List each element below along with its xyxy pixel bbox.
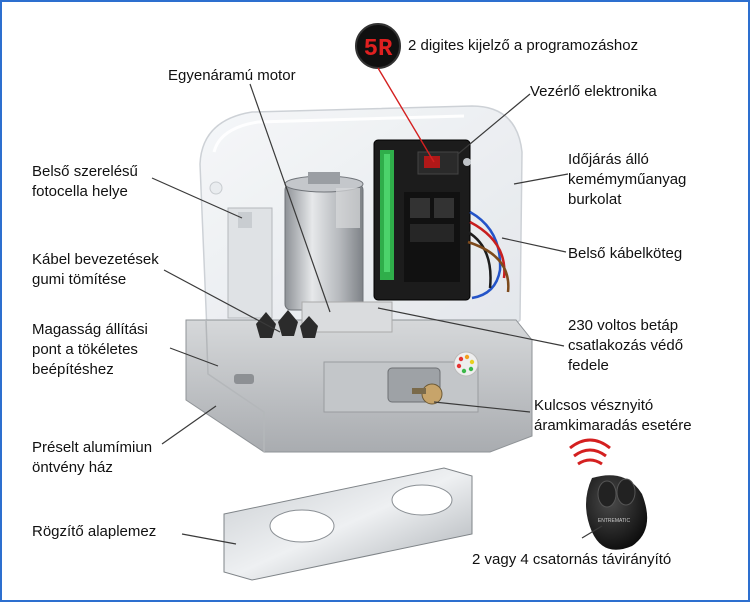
remote-brand-text: ENTREMATIC [598,518,631,524]
label-remote: 2 vagy 4 csatornás távirányító [472,551,672,568]
label-electronics: Vezérlő elektronika [530,83,657,100]
dc-motor [284,172,364,311]
label-wiring: Belső kábelköteg [568,245,683,262]
label-cable-entry-line1: Kábel bevezetések [32,251,159,268]
display-readout: 5R [364,36,393,63]
control-board [373,139,471,301]
label-key-line1: Kulcsos vésznyitó [534,397,654,414]
photocell-holder [227,207,273,319]
label-cable-entry: Kábel bevezetések gumi tömítése [32,250,159,290]
label-key-line2: áramkimaradás esetére [534,417,692,434]
label-casting: Préselt alumímiun öntvény ház [32,438,152,478]
label-casting-line2: öntvény ház [32,459,113,476]
label-power: 230 voltos betáp csatlakozás védő fedele [568,316,683,376]
label-photocell: Belső szerelésű fotocella helye [32,162,138,202]
label-display: 2 digites kijelző a programozáshoz [408,37,639,54]
label-key: Kulcsos vésznyitó áramkimaradás esetére [534,396,692,436]
remote-control: ENTREMATIC [569,438,648,550]
label-casting-line1: Préselt alumímiun [32,439,153,456]
wiring-harness [467,210,510,300]
label-baseplate: Rögzítő alaplemez [32,523,157,540]
label-housing-line1: Időjárás álló [568,151,649,168]
label-power-line1: 230 voltos betáp [568,317,679,334]
label-height-line1: Magasság állítási [32,321,148,338]
label-motor: Egyenáramú motor [168,67,296,84]
mounting-base-plate [223,467,473,581]
leader-lines [151,67,603,545]
label-housing-line3: burkolat [568,191,622,208]
aluminium-housing [185,301,533,453]
label-power-line3: fedele [568,357,609,374]
two-digit-display: 5R [355,23,401,69]
label-height: Magasság állítási pont a tökéletes beépí… [32,320,148,380]
emergency-key-release [387,367,443,405]
label-housing: Időjárás álló kemémyműanyag burkolat [568,150,686,210]
led-indicator [453,351,479,377]
label-photocell-line1: Belső szerelésű [32,163,138,180]
label-power-line2: csatlakozás védő [568,337,684,354]
label-cable-entry-line2: gumi tömítése [32,271,127,288]
label-photocell-line2: fotocella helye [32,183,128,200]
label-height-line2: pont a tökéletes [32,341,138,358]
label-height-line3: beépítéshez [32,361,114,378]
label-housing-line2: kemémyműanyag [568,171,687,188]
